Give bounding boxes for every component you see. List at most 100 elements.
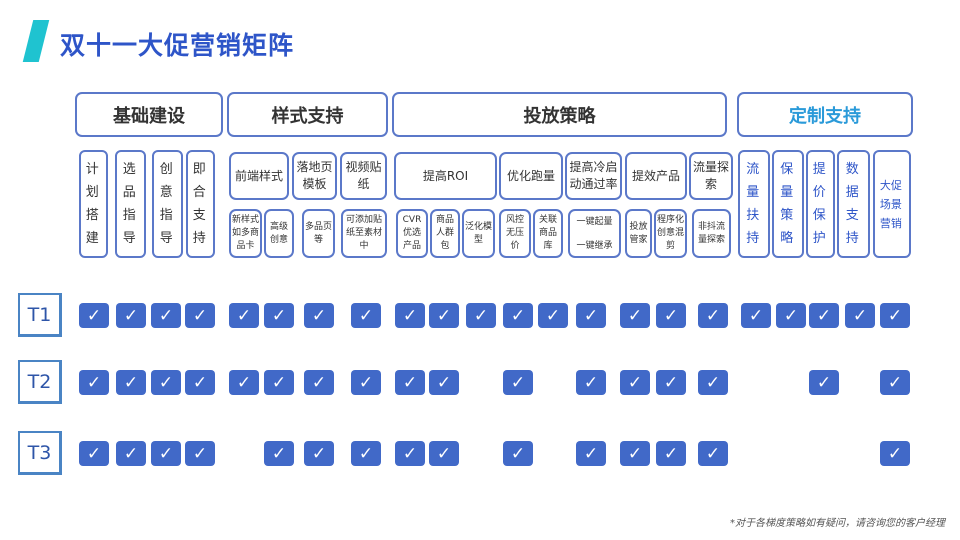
subgroup-header: 提高冷启动通过率	[565, 152, 622, 200]
check-icon: ✓	[264, 303, 294, 328]
check-icon: ✓	[698, 370, 728, 395]
check-icon: ✓	[229, 370, 259, 395]
column-header: 多品页等	[302, 209, 335, 258]
check-icon: ✓	[620, 370, 650, 395]
column-header-label: 大促场景营销	[879, 178, 902, 230]
column-header: 风控无压价	[499, 209, 531, 258]
column-header: 保量策略	[772, 150, 804, 258]
tier-label: T3	[18, 431, 62, 475]
column-header: 新样式如多商品卡	[229, 209, 262, 258]
check-icon: ✓	[880, 303, 910, 328]
check-icon: ✓	[151, 441, 181, 466]
check-icon: ✓	[395, 441, 425, 466]
check-icon: ✓	[116, 303, 146, 328]
check-icon: ✓	[79, 370, 109, 395]
check-icon: ✓	[845, 303, 875, 328]
check-icon: ✓	[304, 441, 334, 466]
tier-label: T1	[18, 293, 62, 337]
check-icon: ✓	[151, 303, 181, 328]
check-icon: ✓	[304, 370, 334, 395]
check-icon: ✓	[538, 303, 568, 328]
group-header: 基础建设	[75, 92, 223, 137]
check-icon: ✓	[466, 303, 496, 328]
check-icon: ✓	[429, 303, 459, 328]
column-header-label: 提价保护	[812, 162, 826, 246]
column-header-label: 流量扶持	[746, 162, 760, 246]
group-header: 定制支持	[737, 92, 913, 137]
column-header-label: 数据支持	[845, 162, 859, 246]
check-icon: ✓	[79, 441, 109, 466]
column-header: 商品人群包	[430, 209, 460, 258]
check-icon: ✓	[151, 370, 181, 395]
check-icon: ✓	[395, 303, 425, 328]
check-icon: ✓	[395, 370, 425, 395]
page-title: 双十一大促营销矩阵	[60, 31, 295, 60]
check-icon: ✓	[620, 303, 650, 328]
check-icon: ✓	[809, 370, 839, 395]
column-header: 可添加贴纸至素材中	[341, 209, 387, 258]
check-icon: ✓	[429, 370, 459, 395]
column-header: 程序化创意混剪	[654, 209, 687, 258]
column-header: 创意指导	[152, 150, 183, 258]
check-icon: ✓	[351, 303, 381, 328]
column-header-label: 保量策略	[780, 162, 794, 246]
group-header: 样式支持	[227, 92, 388, 137]
check-icon: ✓	[880, 441, 910, 466]
subgroup-header: 前端样式	[229, 152, 289, 200]
subgroup-header: 提效产品	[625, 152, 687, 200]
check-icon: ✓	[503, 370, 533, 395]
check-icon: ✓	[620, 441, 650, 466]
check-icon: ✓	[576, 441, 606, 466]
check-icon: ✓	[185, 441, 215, 466]
column-header: 泛化模型	[462, 209, 495, 258]
check-icon: ✓	[776, 303, 806, 328]
group-header: 投放策略	[392, 92, 727, 137]
check-icon: ✓	[429, 441, 459, 466]
check-icon: ✓	[264, 441, 294, 466]
check-icon: ✓	[229, 303, 259, 328]
column-header: 计划搭建	[79, 150, 108, 258]
check-icon: ✓	[576, 303, 606, 328]
subgroup-header: 视频贴纸	[340, 152, 387, 200]
check-icon: ✓	[351, 370, 381, 395]
check-icon: ✓	[185, 370, 215, 395]
check-icon: ✓	[809, 303, 839, 328]
check-icon: ✓	[656, 441, 686, 466]
check-icon: ✓	[264, 370, 294, 395]
column-header-label: 选品指导	[122, 162, 136, 246]
title-accent-bar	[22, 20, 50, 62]
check-icon: ✓	[741, 303, 771, 328]
column-header-label: 创意指导	[159, 162, 173, 246]
check-icon: ✓	[116, 441, 146, 466]
column-header: 非抖流量探索	[692, 209, 731, 258]
check-icon: ✓	[185, 303, 215, 328]
footnote: *对于各梯度策略如有疑问，请咨询您的客户经理	[730, 518, 945, 529]
check-icon: ✓	[79, 303, 109, 328]
subgroup-header: 落地页模板	[292, 152, 337, 200]
column-header: CVR优选产品	[396, 209, 428, 258]
column-header: 投放管家	[625, 209, 652, 258]
column-header-label: 计划搭建	[85, 162, 99, 246]
check-icon: ✓	[116, 370, 146, 395]
check-icon: ✓	[698, 441, 728, 466]
check-icon: ✓	[880, 370, 910, 395]
column-header-label: 即合支持	[192, 162, 206, 246]
tier-label: T2	[18, 360, 62, 404]
check-icon: ✓	[656, 370, 686, 395]
check-icon: ✓	[304, 303, 334, 328]
subgroup-header: 提高ROI	[394, 152, 497, 200]
check-icon: ✓	[656, 303, 686, 328]
column-header: 即合支持	[186, 150, 215, 258]
column-header: 大促场景营销	[873, 150, 911, 258]
column-header: 数据支持	[837, 150, 870, 258]
column-header: 高级创意	[264, 209, 294, 258]
column-header: 选品指导	[115, 150, 146, 258]
subgroup-header: 优化跑量	[499, 152, 563, 200]
check-icon: ✓	[576, 370, 606, 395]
check-icon: ✓	[351, 441, 381, 466]
column-header: 关联商品库	[533, 209, 563, 258]
column-header: 一键起量 一键继承	[568, 209, 621, 258]
check-icon: ✓	[698, 303, 728, 328]
check-icon: ✓	[503, 441, 533, 466]
column-header: 提价保护	[806, 150, 835, 258]
